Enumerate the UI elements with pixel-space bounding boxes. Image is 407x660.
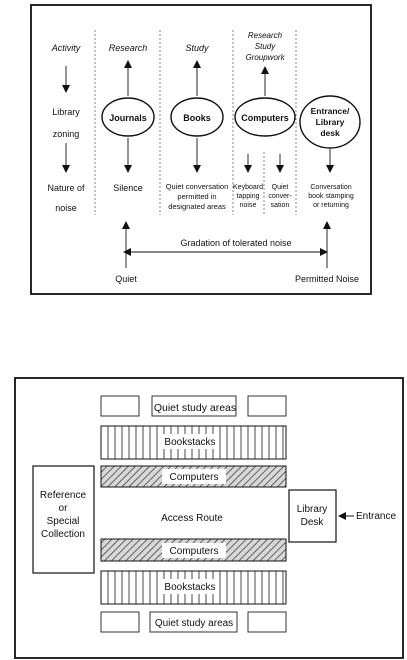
- library-desk-box: [288, 489, 337, 543]
- silence-label: Silence: [113, 183, 143, 193]
- nature-of-noise-line2: noise: [55, 203, 77, 213]
- quiet-label: Quiet: [115, 274, 137, 284]
- entrance-noise-line3: or returning: [313, 202, 349, 209]
- layout-plan: Quiet study areas Bookstacks Computers R…: [14, 377, 404, 659]
- library-zoning-line2: zoning: [53, 129, 80, 139]
- research-activity-label: Research: [109, 43, 148, 53]
- library-zoning-line1: Library: [52, 107, 80, 117]
- entrance-zone-line1: Entrance/: [311, 106, 350, 116]
- entrance-label: Entrance: [356, 511, 396, 522]
- computers-bottom-label: Computers: [170, 546, 219, 557]
- keyboard-noise-line1: Keyboard: [233, 184, 263, 191]
- library-desk-line1: Library: [297, 504, 328, 515]
- bookstacks-bottom-label: Bookstacks: [164, 582, 215, 593]
- quiet-room-bottom-1: [100, 611, 140, 633]
- books-noise-line1: Quiet conversation: [166, 182, 229, 191]
- quiet-conversation-line3: sation: [271, 202, 290, 209]
- journals-zone-ellipse: [101, 97, 155, 137]
- quiet-study-bottom-label: Quiet study areas: [155, 618, 233, 629]
- quiet-room-bottom-3: [247, 611, 287, 633]
- quiet-room-bottom-2: [149, 611, 238, 633]
- activity-label: Activity: [51, 43, 81, 53]
- bookstacks-top-label: Bookstacks: [164, 437, 215, 448]
- bookstacks-bottom-label-bg: [162, 579, 218, 594]
- keyboard-noise-line2: tapping: [237, 193, 260, 200]
- computers-zone-label: Computers: [241, 113, 289, 123]
- computers-activity-line3: Groupwork: [245, 53, 285, 62]
- books-zone-label: Books: [183, 113, 211, 123]
- access-route-label: Access Route: [161, 513, 223, 524]
- library-desk-line2: Desk: [301, 517, 325, 528]
- reference-line1: Reference: [40, 490, 87, 501]
- journals-zone-label: Journals: [109, 113, 147, 123]
- quiet-room-top-2: [151, 395, 237, 417]
- computers-top-label-bg: [162, 469, 226, 484]
- reference-collection-box: [32, 465, 95, 574]
- layout-frame: [14, 377, 404, 659]
- zoning-frame: [30, 4, 372, 295]
- keyboard-noise-line3: noise: [240, 202, 257, 209]
- study-activity-label: Study: [185, 43, 209, 53]
- entrance-zone-line3: desk: [320, 128, 340, 138]
- reference-line4: Collection: [41, 529, 85, 540]
- quiet-conversation-line1: Quiet: [272, 184, 289, 191]
- zoning-diagram: Activity Library zoning Nature of noise …: [30, 4, 372, 295]
- permitted-noise-label: Permitted Noise: [295, 274, 359, 284]
- entrance-noise-line2: book stamping: [308, 193, 354, 200]
- computers-activity-line1: Research: [248, 31, 283, 40]
- zone-dividers: [94, 30, 297, 215]
- quiet-conversation-line2: conver-: [268, 193, 292, 200]
- quiet-room-top-1: [100, 395, 140, 417]
- computers-top-label: Computers: [170, 472, 219, 483]
- books-noise-line2: permitted in: [177, 192, 216, 201]
- entrance-zone-line2: Library: [316, 117, 345, 127]
- quiet-study-top-label: Quiet study areas: [154, 402, 236, 414]
- reference-line2: or: [59, 503, 69, 514]
- books-noise-line3: designated areas: [168, 202, 226, 211]
- quiet-room-top-3: [247, 395, 287, 417]
- bookstacks-top-label-bg: [162, 434, 218, 449]
- reference-line3: Special: [47, 516, 80, 527]
- entrance-zone-ellipse: [299, 95, 361, 149]
- computers-zone-ellipse: [234, 97, 296, 137]
- nature-of-noise-line1: Nature of: [47, 183, 85, 193]
- computers-activity-line2: Study: [255, 42, 276, 51]
- entrance-noise-line1: Conversation: [310, 184, 351, 191]
- gradation-label: Gradation of tolerated noise: [180, 238, 291, 248]
- computers-bottom-label-bg: [162, 543, 226, 558]
- books-zone-ellipse: [170, 97, 224, 137]
